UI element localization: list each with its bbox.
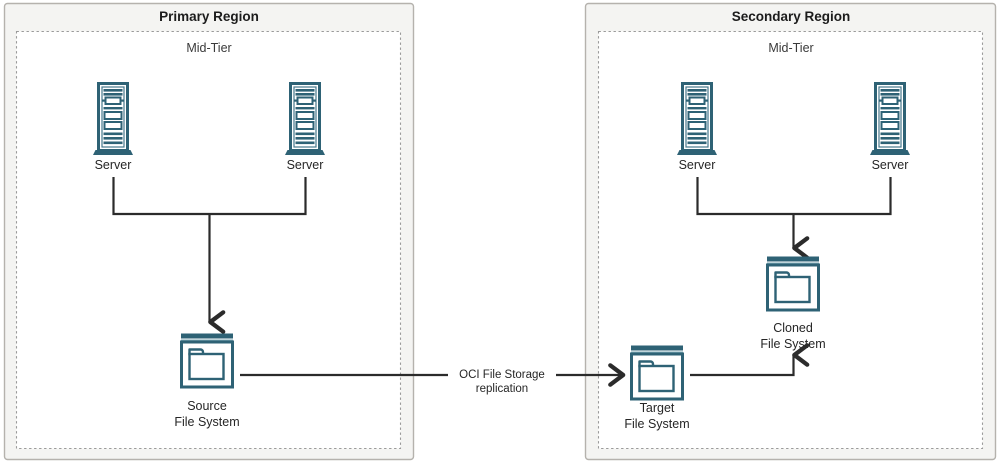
server-node-primary-2: Server <box>285 82 325 172</box>
tier-primary-label: Mid-Tier <box>186 41 231 55</box>
connector-primary-servers-to-source <box>112 177 307 334</box>
file-system-node-cloned: Cloned File System <box>760 256 826 351</box>
server-node-primary-1: Server <box>93 82 133 172</box>
server-icon <box>285 82 325 157</box>
server-node-secondary-2: Server <box>870 82 910 172</box>
region-secondary: Secondary Region Mid-Tier Server Server … <box>584 2 997 461</box>
replication-label-line1: OCI File Storage <box>459 369 545 381</box>
file-system-label-line2: File System <box>760 337 825 351</box>
region-secondary-title: Secondary Region <box>732 9 851 24</box>
region-primary: Primary Region Mid-Tier Server Server So… <box>3 2 415 461</box>
file-system-icon <box>629 345 685 401</box>
server-label: Server <box>287 158 324 172</box>
file-system-label-line1: Target <box>640 401 675 415</box>
tier-secondary-label: Mid-Tier <box>768 41 813 55</box>
server-icon <box>870 82 910 157</box>
region-primary-title: Primary Region <box>159 9 259 24</box>
file-system-node-source: Source File System <box>174 333 240 429</box>
replication-label-line2: replication <box>476 383 528 395</box>
connector-replication: OCI File Storage replication <box>240 363 626 395</box>
connector-secondary-servers-to-cloned <box>696 177 892 260</box>
server-label: Server <box>872 158 909 172</box>
server-node-secondary-1: Server <box>677 82 717 172</box>
file-system-label-line2: File System <box>624 417 689 431</box>
server-icon <box>93 82 133 157</box>
file-system-node-target: Target File System <box>624 345 690 431</box>
file-system-label-line1: Source <box>187 399 227 413</box>
file-system-label-line1: Cloned <box>773 321 813 335</box>
server-label: Server <box>679 158 716 172</box>
server-label: Server <box>95 158 132 172</box>
connector-target-to-cloned <box>690 343 810 377</box>
file-system-icon <box>179 333 235 389</box>
file-system-label-line2: File System <box>174 415 239 429</box>
file-system-icon <box>765 256 821 312</box>
server-icon <box>677 82 717 157</box>
